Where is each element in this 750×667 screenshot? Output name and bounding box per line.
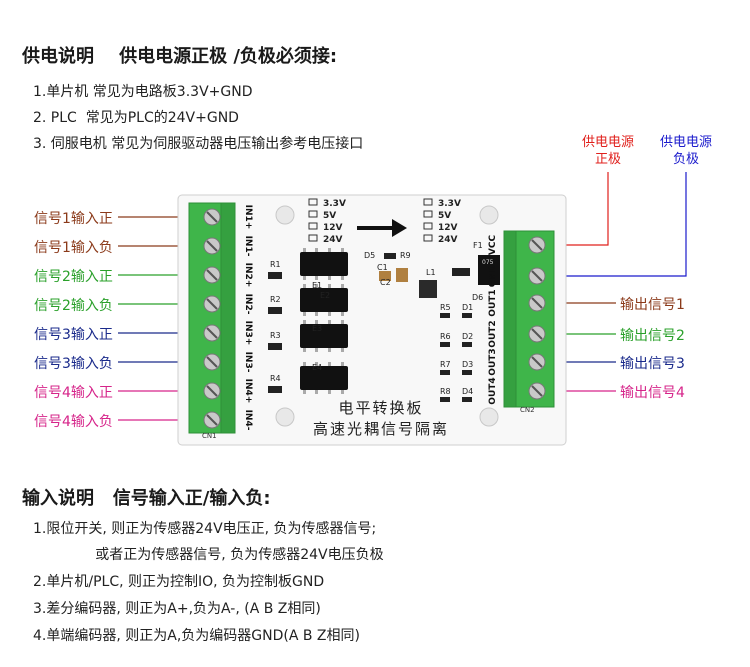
input-label-8: 信号4输入负 — [34, 414, 113, 430]
pin-out3: OUT3 — [488, 348, 498, 375]
output-pin-labels: VCC GND OUT1 OUT2 OUT3 OUT4 — [488, 235, 498, 405]
r5-label: R5 — [440, 303, 451, 312]
input-label-2: 信号1输入负 — [34, 240, 113, 256]
input-label-1: 信号1输入正 — [34, 211, 113, 227]
pin-in1p: IN1+ — [243, 205, 253, 230]
d6-label: D6 — [472, 293, 483, 302]
vsel-left-3: 12V — [323, 223, 343, 233]
pin-out2: OUT2 — [488, 320, 498, 347]
output-label-1: 输出信号1 — [620, 297, 685, 313]
vsel-left-2: 5V — [323, 211, 336, 221]
output-components: R5 R6 R7 R8 D1 D2 D3 D4 — [440, 303, 473, 402]
vsel-right-2: 5V — [438, 211, 451, 221]
r1-label: R1 — [270, 260, 281, 269]
d3-label: D3 — [462, 360, 473, 369]
pin-vcc: VCC — [488, 235, 498, 256]
pin-in3n: IN3- — [243, 352, 253, 373]
r7-label: R7 — [440, 360, 451, 369]
pin-gnd: GND — [488, 265, 498, 287]
input-line-3: 2.单片机/PLC, 则正为控制IO, 负为控制板GND — [33, 574, 325, 590]
output-label-2: 输出信号2 — [620, 328, 685, 344]
pin-in4n: IN4- — [243, 410, 253, 431]
input-line-4: 3.差分编码器, 则正为A+,负为A-, (A B Z相同) — [33, 601, 321, 617]
f1-label: F1 — [473, 241, 483, 250]
input-heading: 输入说明 信号输入正/输入负: — [22, 488, 271, 509]
r4-label: R4 — [270, 374, 281, 383]
c2-label: C2 — [380, 278, 391, 287]
pin-out1: OUT1 — [488, 289, 498, 316]
input-terminal-block — [188, 202, 236, 434]
d5-label: D5 — [364, 251, 375, 260]
input-label-3: 信号2输入正 — [34, 269, 113, 285]
fuse-marking: 075 — [482, 259, 494, 266]
cn2-label: CN2 — [520, 406, 535, 414]
e3-label: E3 — [312, 324, 322, 333]
vsel-left-1: 3.3V — [323, 199, 346, 209]
input-label-4: 信号2输入负 — [34, 298, 113, 314]
board-title-2: 高速光耦信号隔离 — [313, 420, 449, 438]
r2-label: R2 — [270, 295, 281, 304]
supply-heading: 供电说明 供电电源正极 /负极必须接: — [22, 46, 338, 67]
r6-label: R6 — [440, 332, 451, 341]
voltage-selector-right: 3.3V 5V 12V 24V — [423, 198, 461, 245]
pin-in4p: IN4+ — [243, 379, 253, 404]
pin-in3p: IN3+ — [243, 321, 253, 346]
pin-in1n: IN1- — [243, 236, 253, 257]
r3-label: R3 — [270, 331, 281, 340]
supply-line-2: 2. PLC 常见为PLC的24V+GND — [33, 110, 239, 126]
l1-label: L1 — [426, 268, 436, 277]
input-pin-labels: IN1+ IN1- IN2+ IN2- IN3+ IN3- IN4+ IN4- — [243, 205, 253, 431]
output-label-4: 输出信号4 — [620, 385, 685, 401]
e4-label: E4 — [312, 363, 322, 372]
supply-negative-label: 供电电源 负极 — [659, 135, 712, 167]
input-line-2: 或者正为传感器信号, 负为传感器24V电压负极 — [33, 547, 384, 563]
pin-out4: OUT4 — [488, 377, 498, 404]
board-title-1: 电平转换板 — [338, 399, 423, 417]
vsel-left-4: 24V — [323, 235, 343, 245]
cn1-label: CN1 — [202, 432, 217, 440]
r9-label: R9 — [400, 251, 411, 260]
direction-arrow-icon — [357, 219, 407, 237]
pin-in2n: IN2- — [243, 294, 253, 315]
voltage-selector-left: 3.3V 5V 12V 24V — [308, 198, 346, 245]
pcb — [177, 194, 567, 446]
e1-label: E1 — [312, 281, 322, 290]
output-label-3: 输出信号3 — [620, 356, 685, 372]
vsel-right-3: 12V — [438, 223, 458, 233]
input-label-7: 信号4输入正 — [34, 385, 113, 401]
pin-in2p: IN2+ — [243, 263, 253, 288]
vsel-right-1: 3.3V — [438, 199, 461, 209]
input-label-6: 信号3输入负 — [34, 356, 113, 372]
output-terminal-block — [503, 230, 555, 408]
d4-label: D4 — [462, 387, 473, 396]
e2-label: E2 — [320, 291, 330, 300]
input-components: R1 R2 R3 R4 E1 E2 E3 E4 — [268, 248, 348, 394]
supply-line-3: 3. 伺服电机 常见为伺服驱动器电压输出参考电压接口 — [33, 136, 364, 152]
input-line-1: 1.限位开关, 则正为传感器24V电压正, 负为传感器信号; — [33, 521, 377, 537]
r8-label: R8 — [440, 387, 451, 396]
vsel-right-4: 24V — [438, 235, 458, 245]
d1-label: D1 — [462, 303, 473, 312]
supply-line-1: 1.单片机 常见为电路板3.3V+GND — [33, 84, 253, 100]
input-line-5: 4.单端编码器, 则正为A,负为编码器GND(A B Z相同) — [33, 628, 360, 644]
input-label-5: 信号3输入正 — [34, 327, 113, 343]
d2-label: D2 — [462, 332, 473, 341]
c1-label: C1 — [377, 263, 388, 272]
supply-positive-label: 供电电源 正极 — [581, 135, 634, 167]
power-components: 075 D5 R9 C1 C2 L1 F1 D6 — [364, 241, 500, 302]
